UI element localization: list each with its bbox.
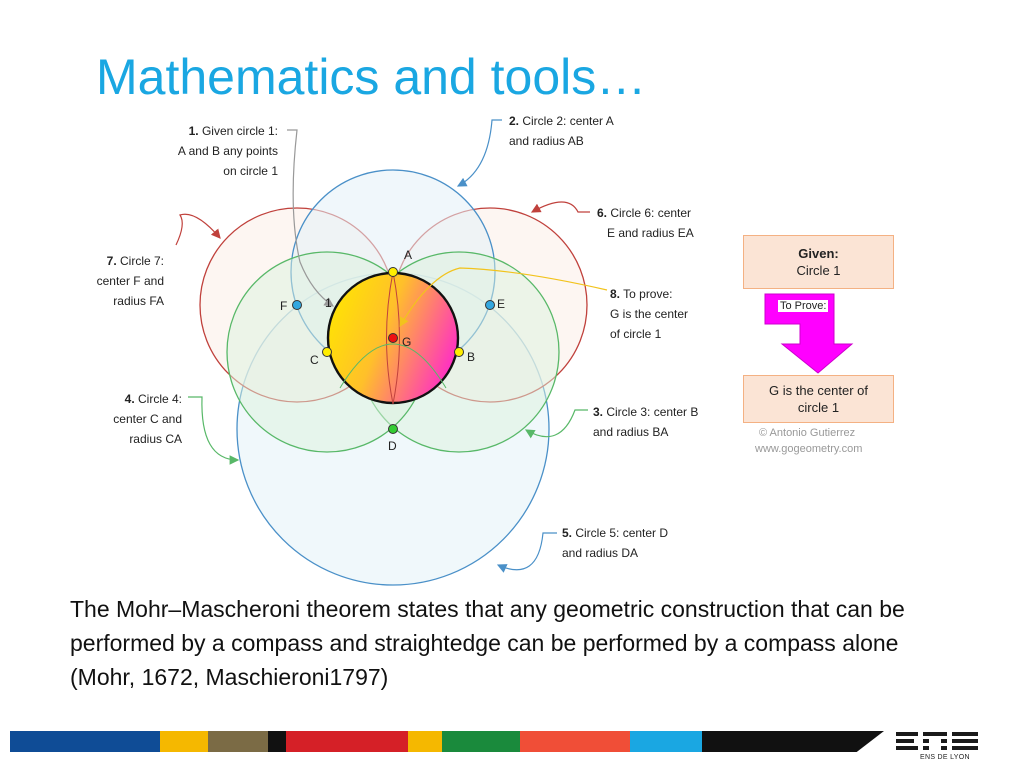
bar-seg-10	[702, 731, 884, 752]
leader-7	[175, 213, 221, 246]
inner-arc-green	[339, 343, 447, 389]
label-e: E	[497, 297, 505, 311]
label-c: C	[310, 353, 319, 367]
leader-4	[188, 396, 240, 465]
leader-3	[524, 409, 588, 439]
point-c	[322, 347, 332, 357]
bar-seg-5	[286, 731, 408, 752]
bar-seg-1	[10, 731, 160, 752]
credit-website[interactable]: www.gogeometry.com	[755, 443, 863, 455]
slide-title: Mathematics and tools…	[96, 49, 647, 105]
given-box: Given: Circle 1	[743, 235, 894, 289]
label-circle-1: 1	[325, 296, 332, 310]
annotation-2: 2. Circle 2: center A and radius AB	[509, 114, 614, 148]
label-b: B	[467, 350, 475, 364]
bar-seg-7	[442, 731, 520, 752]
annotation-5: 5. Circle 5: center D and radius DA	[562, 526, 669, 560]
prove-box: G is the center of circle 1	[743, 375, 894, 423]
annotation-4: 4. Circle 4: center C and radius CA	[113, 392, 182, 446]
label-d: D	[388, 439, 397, 453]
label-f: F	[280, 299, 287, 313]
theorem-text: The Mohr–Mascheroni theorem states that …	[70, 596, 905, 690]
to-prove-arrow	[764, 293, 854, 374]
bar-seg-3	[208, 731, 268, 752]
inner-arc-right	[392, 271, 400, 405]
bar-seg-9	[630, 731, 702, 752]
annotation-1: 1. Given circle 1: A and B any points on…	[177, 124, 278, 178]
leader-8	[399, 267, 608, 328]
bar-seg-8	[520, 731, 630, 752]
annotation-8: 8. To prove: G is the center of circle 1	[610, 287, 689, 341]
point-a	[388, 267, 398, 277]
annotation-6: 6. Circle 6: center E and radius EA	[597, 206, 694, 240]
footer-color-bar	[10, 731, 884, 752]
bar-seg-2	[160, 731, 208, 752]
bar-seg-6	[408, 731, 442, 752]
leader-6	[530, 201, 590, 213]
credit-author: © Antonio Gutierrez	[759, 427, 856, 439]
leader-5	[496, 532, 557, 573]
leader-1	[287, 129, 334, 307]
label-g: G	[402, 335, 411, 349]
point-f	[292, 300, 302, 310]
point-b	[454, 347, 464, 357]
mohr-mascheroni-construction-diagram: A B C D E F G 1	[175, 119, 608, 586]
annotation-7: 7. Circle 7: center F and radius FA	[96, 254, 164, 308]
bar-seg-4	[268, 731, 286, 752]
point-e	[485, 300, 495, 310]
label-a: A	[404, 248, 412, 262]
point-g	[388, 333, 398, 343]
leader-2	[456, 119, 502, 187]
ens-logo-subtitle: ENS DE LYON	[920, 754, 970, 761]
ens-logo[interactable]	[896, 730, 982, 764]
point-d	[388, 424, 398, 434]
annotation-3: 3. Circle 3: center B and radius BA	[593, 405, 699, 439]
to-prove-label: To Prove:	[778, 300, 829, 312]
inner-arc-left	[386, 271, 394, 405]
